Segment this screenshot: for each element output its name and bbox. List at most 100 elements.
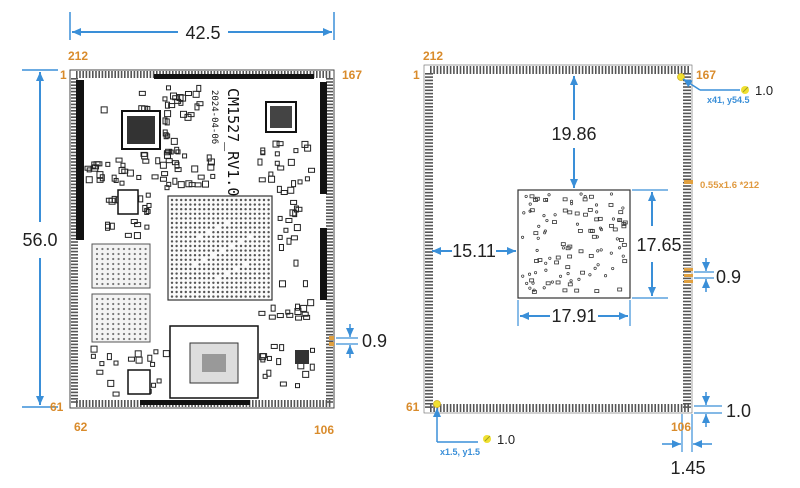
pad: [71, 263, 78, 266]
pad: [425, 106, 433, 108]
bga-ball: [235, 231, 238, 234]
memory-ball: [144, 337, 147, 341]
center-part: [528, 286, 532, 290]
memory-ball: [139, 332, 142, 336]
bga-ball: [189, 231, 192, 234]
passive-component: [188, 182, 196, 188]
pad: [71, 282, 78, 285]
pad: [683, 201, 691, 204]
pad: [88, 71, 91, 78]
pad: [425, 379, 433, 382]
pad: [585, 404, 587, 412]
pad: [326, 353, 333, 355]
pad: [326, 266, 333, 269]
bga-lower-die: [202, 354, 226, 372]
pad: [486, 404, 488, 412]
bga-ball: [180, 277, 183, 280]
bga-ball: [189, 249, 192, 252]
center-part: [609, 192, 614, 196]
pad: [489, 66, 491, 74]
pad: [425, 109, 433, 111]
passive-component: [113, 177, 119, 183]
center-chip-components: [521, 192, 628, 294]
pad: [133, 71, 136, 78]
bga-ball: [184, 281, 187, 284]
bga-ball: [258, 286, 261, 289]
passive-component: [159, 161, 167, 169]
bga-ball: [226, 277, 229, 280]
memory-ball: [101, 322, 104, 326]
bga-ball: [170, 277, 174, 280]
center-part: [537, 258, 543, 262]
memory-ball: [106, 267, 109, 271]
pad: [601, 66, 604, 74]
center-part: [545, 218, 549, 223]
memory-ball: [112, 272, 115, 276]
memory-ball: [128, 297, 131, 301]
pad: [425, 86, 433, 88]
pad: [326, 356, 333, 358]
memory-ball: [122, 257, 126, 261]
bga-ball: [203, 231, 206, 234]
marker-bottom-left: 1.0 x1.5, y1.5: [433, 400, 515, 457]
bga-ball: [267, 290, 270, 294]
pad: [684, 66, 686, 74]
bga-ball: [230, 295, 233, 298]
pad: [482, 66, 485, 74]
memory-ball: [133, 277, 136, 281]
pad: [588, 66, 590, 74]
center-part: [578, 249, 584, 254]
bga-ball: [193, 290, 197, 294]
pad: [683, 191, 691, 194]
passive-component: [174, 167, 182, 173]
passive-component: [115, 157, 123, 163]
bga-ball: [258, 290, 261, 294]
center-part: [609, 251, 613, 255]
pad: [71, 113, 78, 115]
memory-ball: [133, 247, 136, 251]
pad: [430, 66, 432, 74]
passive-component: [112, 391, 120, 397]
pad: [425, 208, 433, 210]
pad: [683, 168, 691, 171]
pad: [79, 71, 81, 78]
memory-ball: [133, 337, 136, 341]
bga-ball: [239, 208, 243, 211]
bga-ball: [184, 217, 187, 220]
passive-component: [194, 103, 200, 111]
bga-ball: [258, 254, 261, 257]
pad: [328, 400, 331, 407]
bga-ball: [230, 263, 233, 266]
passive-component: [285, 309, 291, 315]
bga-ball: [239, 221, 243, 225]
pad: [683, 221, 691, 224]
memory-grid-top: [91, 243, 151, 289]
pad: [71, 260, 78, 262]
bga-ball: [230, 258, 233, 261]
passive-component: [127, 356, 135, 362]
bga-ball: [230, 272, 233, 275]
pad: [667, 404, 670, 412]
pad: [425, 162, 433, 164]
bga-ball: [226, 258, 229, 261]
top-offset-dimension: 19.86: [551, 76, 597, 188]
bga-ball: [175, 277, 178, 280]
center-part: [533, 271, 538, 275]
bga-ball: [258, 221, 261, 225]
bga-ball: [184, 235, 187, 238]
pad: [326, 135, 333, 138]
memory-ball: [144, 302, 147, 306]
center-part: [554, 260, 559, 265]
pad: [425, 221, 433, 224]
pad: [326, 388, 333, 390]
pad: [644, 404, 647, 412]
pad: [425, 76, 433, 78]
bga-ball: [226, 254, 229, 257]
pad: [624, 404, 627, 412]
pad: [425, 99, 433, 101]
bga-ball: [249, 198, 252, 202]
passive-component: [138, 90, 146, 96]
bga-ball: [226, 217, 229, 220]
pad: [425, 406, 433, 408]
pad: [71, 273, 78, 275]
